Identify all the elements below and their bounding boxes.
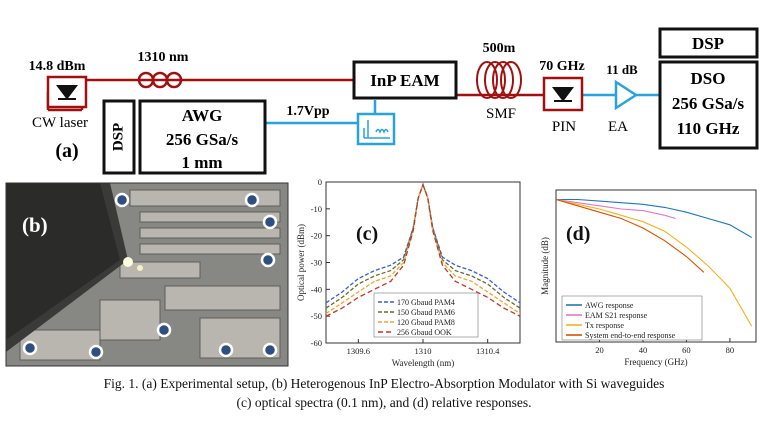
y-tick-label: -30 [311,258,322,268]
fiber-coil-icon [137,71,183,89]
awg-rate: 256 GSa/s [166,130,239,149]
awg-length: 1 mm [181,153,222,172]
x-tick-label: 60 [682,345,691,355]
setup-diagram: 14.8 dBm CW laser 1310 nm DSP AWG 256 GS… [29,27,759,175]
y-axis-label: Optical power (dBm) [296,224,306,301]
series-line [555,198,753,327]
eam-label: InP EAM [370,71,439,90]
spectrum-chart: 0 -10 -20 -30 -40 -50 -60 1309.6 1310 1310.4Wavel… [296,177,521,368]
y-tick-label: 0 [318,177,322,187]
ea-label: EA [608,119,628,135]
y-tick-label: -20 [311,231,322,241]
legend-entry: Tx response [585,321,624,330]
series-line [555,198,676,220]
figure: 14.8 dBm CW laser 1310 nm DSP AWG 256 GS… [5,27,759,368]
legend-entry: EAM S21 response [585,311,648,320]
awg-box [138,99,267,175]
ea-gain-label: 11 dB [606,62,638,77]
legend-entry: 120 Gbaud PAM8 [397,318,455,327]
dsp-left-label: DSP [110,123,126,151]
x-axis-label: Wavelength (nm) [392,358,455,368]
x-tick-label: 40 [639,345,648,355]
y-tick-label: -10 [311,204,322,214]
y-tick-label: -60 [311,338,322,348]
legend-entry: 150 Gbaud PAM6 [397,308,455,317]
smf-length-label: 500m [483,41,516,56]
legend-entry: 170 Gbaud PAM4 [397,298,455,307]
smf-coil-icon [476,61,522,99]
y-tick-label: -40 [311,284,322,294]
caption-line-2: (c) optical spectra (0.1 nm), and (d) re… [236,395,532,410]
x-tick-label: 20 [595,345,604,355]
dso-bandwidth: 110 GHz [677,119,740,138]
dso-title: DSO [691,69,726,88]
photodiode-icon [552,87,574,102]
legend-entry: System end-to-end response [585,331,676,340]
device-photo: (b) [5,182,289,367]
wavelength-label: 1310 nm [138,50,189,65]
drive-voltage-label: 1.7Vpp [286,104,329,119]
eam-box [352,60,458,100]
x-tick-label: 1310 [415,346,432,356]
figure-caption: Fig. 1. (a) Experimental setup, (b) Hete… [0,374,768,412]
panel-a-label: (a) [55,140,78,162]
x-tick-label: 1310.4 [476,346,500,356]
bias-tee-icon [363,120,390,139]
amplifier-icon [614,79,639,111]
dsp-left-box [102,99,136,175]
pin-bandwidth-label: 70 GHz [539,59,585,74]
legend-entry: AWG response [585,301,634,310]
dsp-right-box [658,27,759,59]
awg-title: AWG [182,106,223,125]
legend-box [373,292,479,338]
dso-rate: 256 GSa/s [672,94,745,113]
y-tick-label: -50 [311,311,322,321]
x-tick-label: 80 [726,345,735,355]
legend-entry: 256 Gbaud OOK [397,328,452,337]
panel-b-label: (b) [22,213,48,237]
dso-box [658,60,759,150]
series-line [556,198,752,238]
pin-label: PIN [552,119,576,135]
cw-power-label: 14.8 dBm [29,59,86,74]
x-tick-label: 1309.6 [347,346,370,356]
diode-icon [56,85,78,100]
legend-box [561,295,703,341]
caption-line-1: Fig. 1. (a) Experimental setup, (b) Hete… [103,376,665,391]
smf-label: SMF [486,106,516,122]
x-axis-label: Frequency (GHz) [624,357,687,367]
cw-laser-label: CW laser [32,115,88,131]
cw-laser-box [46,75,88,109]
panel-label: (c) [356,223,378,245]
panel-label: (d) [566,223,590,245]
dsp-right-label: DSP [692,34,724,53]
series-line [325,182,521,317]
y-axis-label: Magnitude (dB) [540,237,550,295]
series-line [555,198,705,273]
